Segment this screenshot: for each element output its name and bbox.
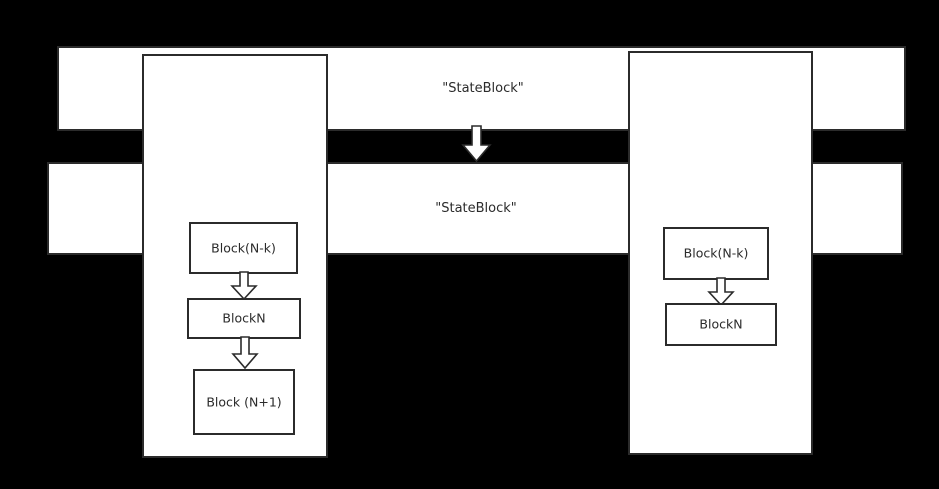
- right-arrow-1-icon: [707, 277, 735, 307]
- block-n-minus-k-right: [663, 227, 769, 280]
- band-transition-arrow-icon: [461, 125, 492, 163]
- left-arrow-1-icon: [230, 271, 258, 301]
- block-n-left: [187, 298, 301, 339]
- block-n-right: [665, 303, 777, 346]
- block-n-minus-k-left: [189, 222, 298, 274]
- block-n-plus-1-left: [193, 369, 295, 435]
- left-arrow-2-icon: [231, 336, 259, 370]
